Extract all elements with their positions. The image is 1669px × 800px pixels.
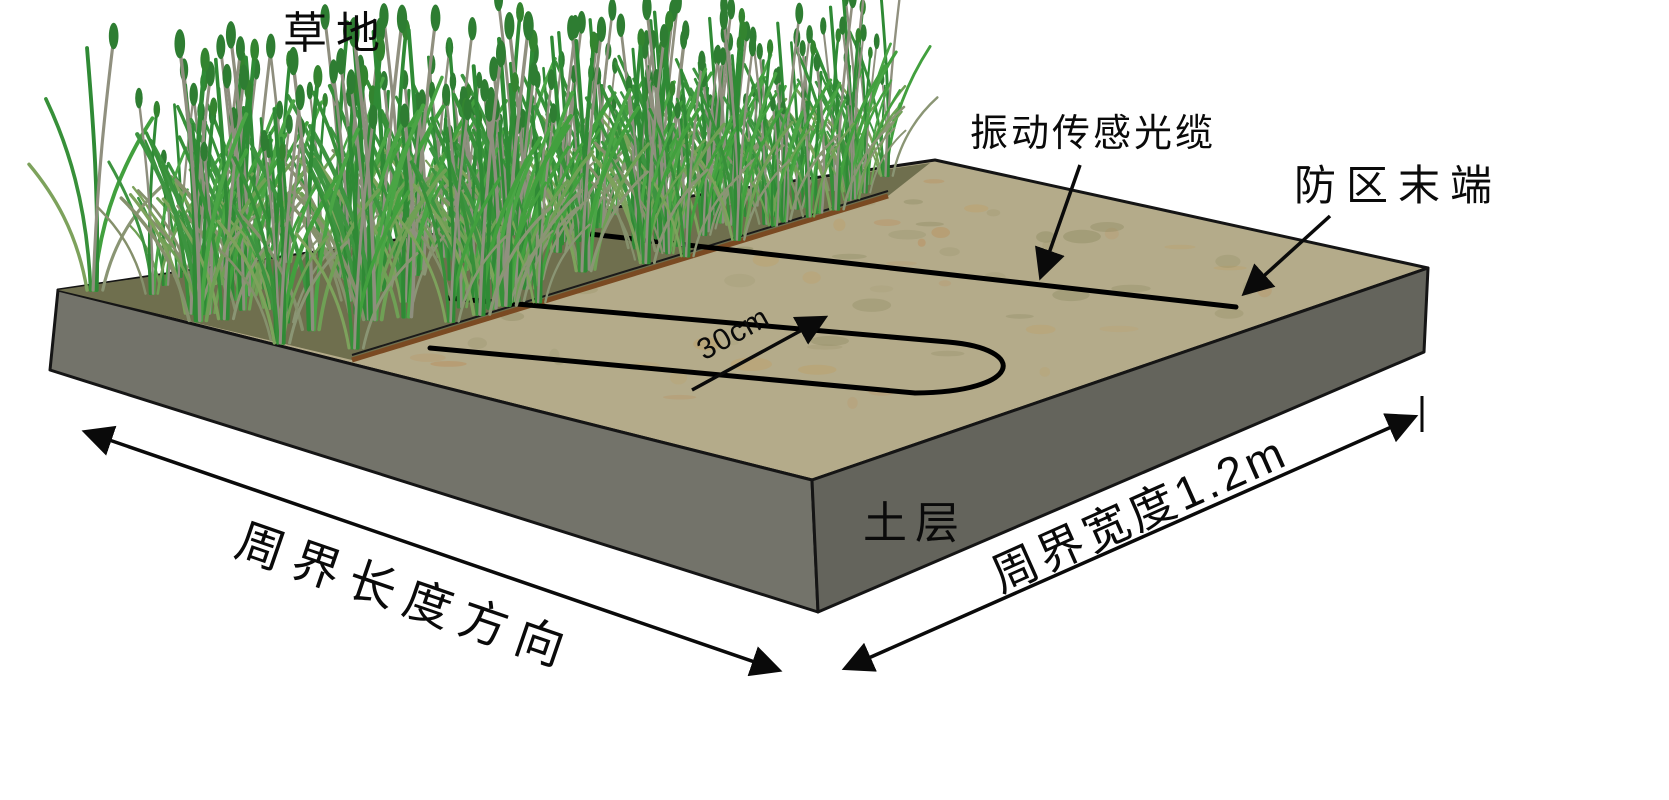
sensor-cable-label: 振动传感光缆: [970, 113, 1216, 155]
soil-layer-label: 土层: [863, 499, 967, 548]
length-dimension-arrow: [81, 425, 783, 677]
cable-run-loop: [427, 295, 1006, 396]
sensor-cable-arrow: [1035, 164, 1082, 281]
zone-end-arrow: [1241, 214, 1332, 297]
sod-edge-line: [351, 193, 889, 363]
sod-edge-outline: [351, 190, 889, 356]
length-dimension-label: 周界长度方向: [229, 515, 581, 680]
width-dimension-arrow: [841, 413, 1419, 672]
spacing-dimension-arrow: [691, 315, 829, 392]
grassland-label: 草地: [283, 9, 389, 58]
zone-end-label: 防区末端: [1294, 162, 1502, 209]
